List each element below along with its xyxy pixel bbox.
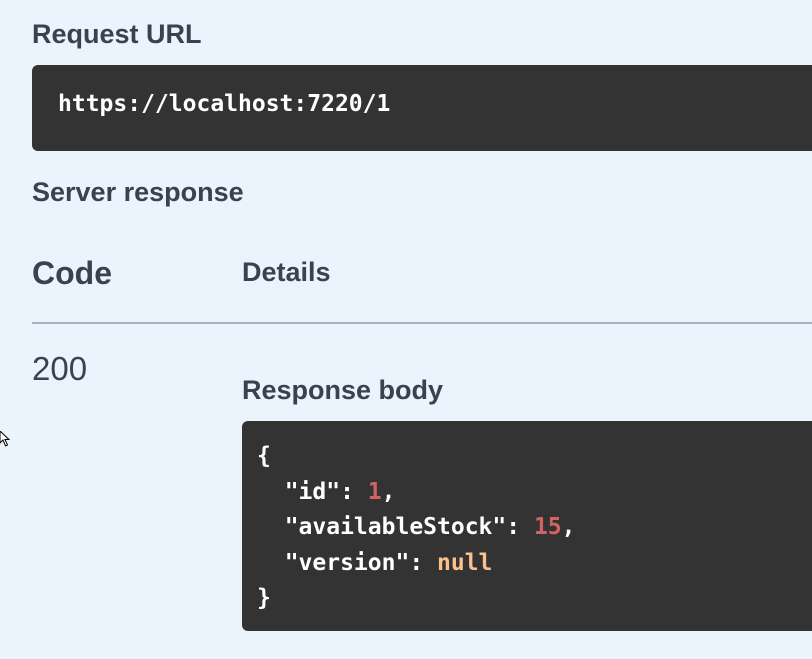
request-url-value[interactable]: https://localhost:7220/1 bbox=[58, 91, 391, 117]
json-close-brace: } bbox=[257, 585, 271, 611]
response-body-box[interactable]: { "id": 1, "availableStock": 15, "versio… bbox=[242, 421, 812, 631]
code-column-header: Code bbox=[32, 255, 112, 291]
json-value-id: 1 bbox=[367, 478, 382, 505]
table-header-divider bbox=[32, 322, 812, 324]
details-column-header: Details bbox=[242, 257, 331, 287]
response-body-heading: Response body bbox=[242, 375, 444, 405]
server-response-heading: Server response bbox=[32, 177, 244, 207]
json-key-available-stock: "availableStock": bbox=[257, 514, 534, 540]
json-value-available-stock: 15 bbox=[533, 514, 562, 540]
response-status-code: 200 bbox=[32, 350, 88, 387]
json-key-id: "id": bbox=[257, 478, 368, 505]
mouse-cursor-icon bbox=[0, 431, 10, 447]
request-url-heading: Request URL bbox=[32, 19, 202, 49]
json-key-version: "version": bbox=[257, 549, 438, 576]
json-open-brace: { bbox=[257, 443, 271, 469]
response-body-json: { "id": 1, "availableStock": 15, "versio… bbox=[257, 443, 576, 611]
json-value-version: null bbox=[437, 549, 493, 576]
request-url-box: https://localhost:7220/1 bbox=[32, 65, 812, 151]
